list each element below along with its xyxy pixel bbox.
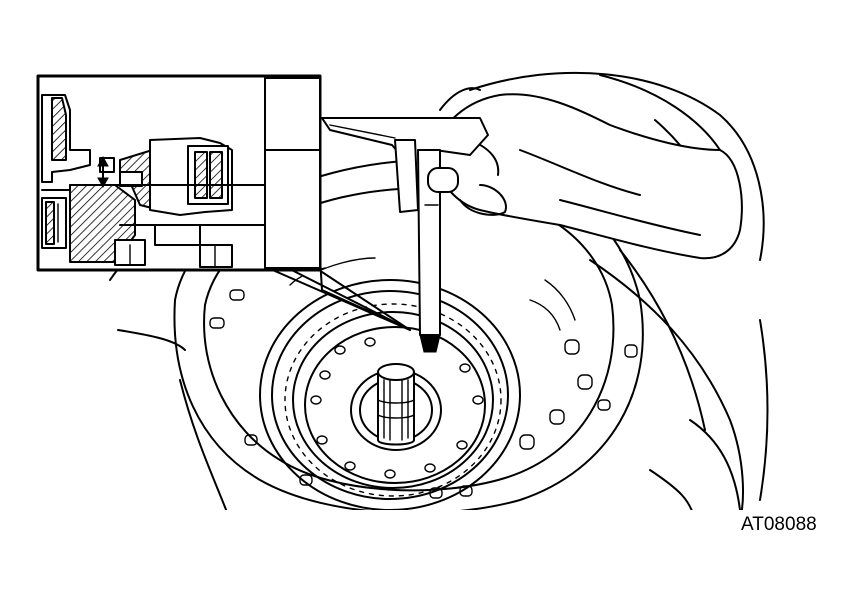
cross-section-inset bbox=[36, 74, 411, 331]
depth-gauge bbox=[321, 117, 489, 353]
clearance-measurement-arrow bbox=[97, 155, 109, 189]
figure-id-label: AT08088 bbox=[741, 514, 817, 535]
hand bbox=[429, 87, 743, 260]
drum-bolt-holes bbox=[310, 337, 484, 479]
input-shaft bbox=[377, 363, 415, 446]
transmission-housing bbox=[109, 71, 769, 510]
